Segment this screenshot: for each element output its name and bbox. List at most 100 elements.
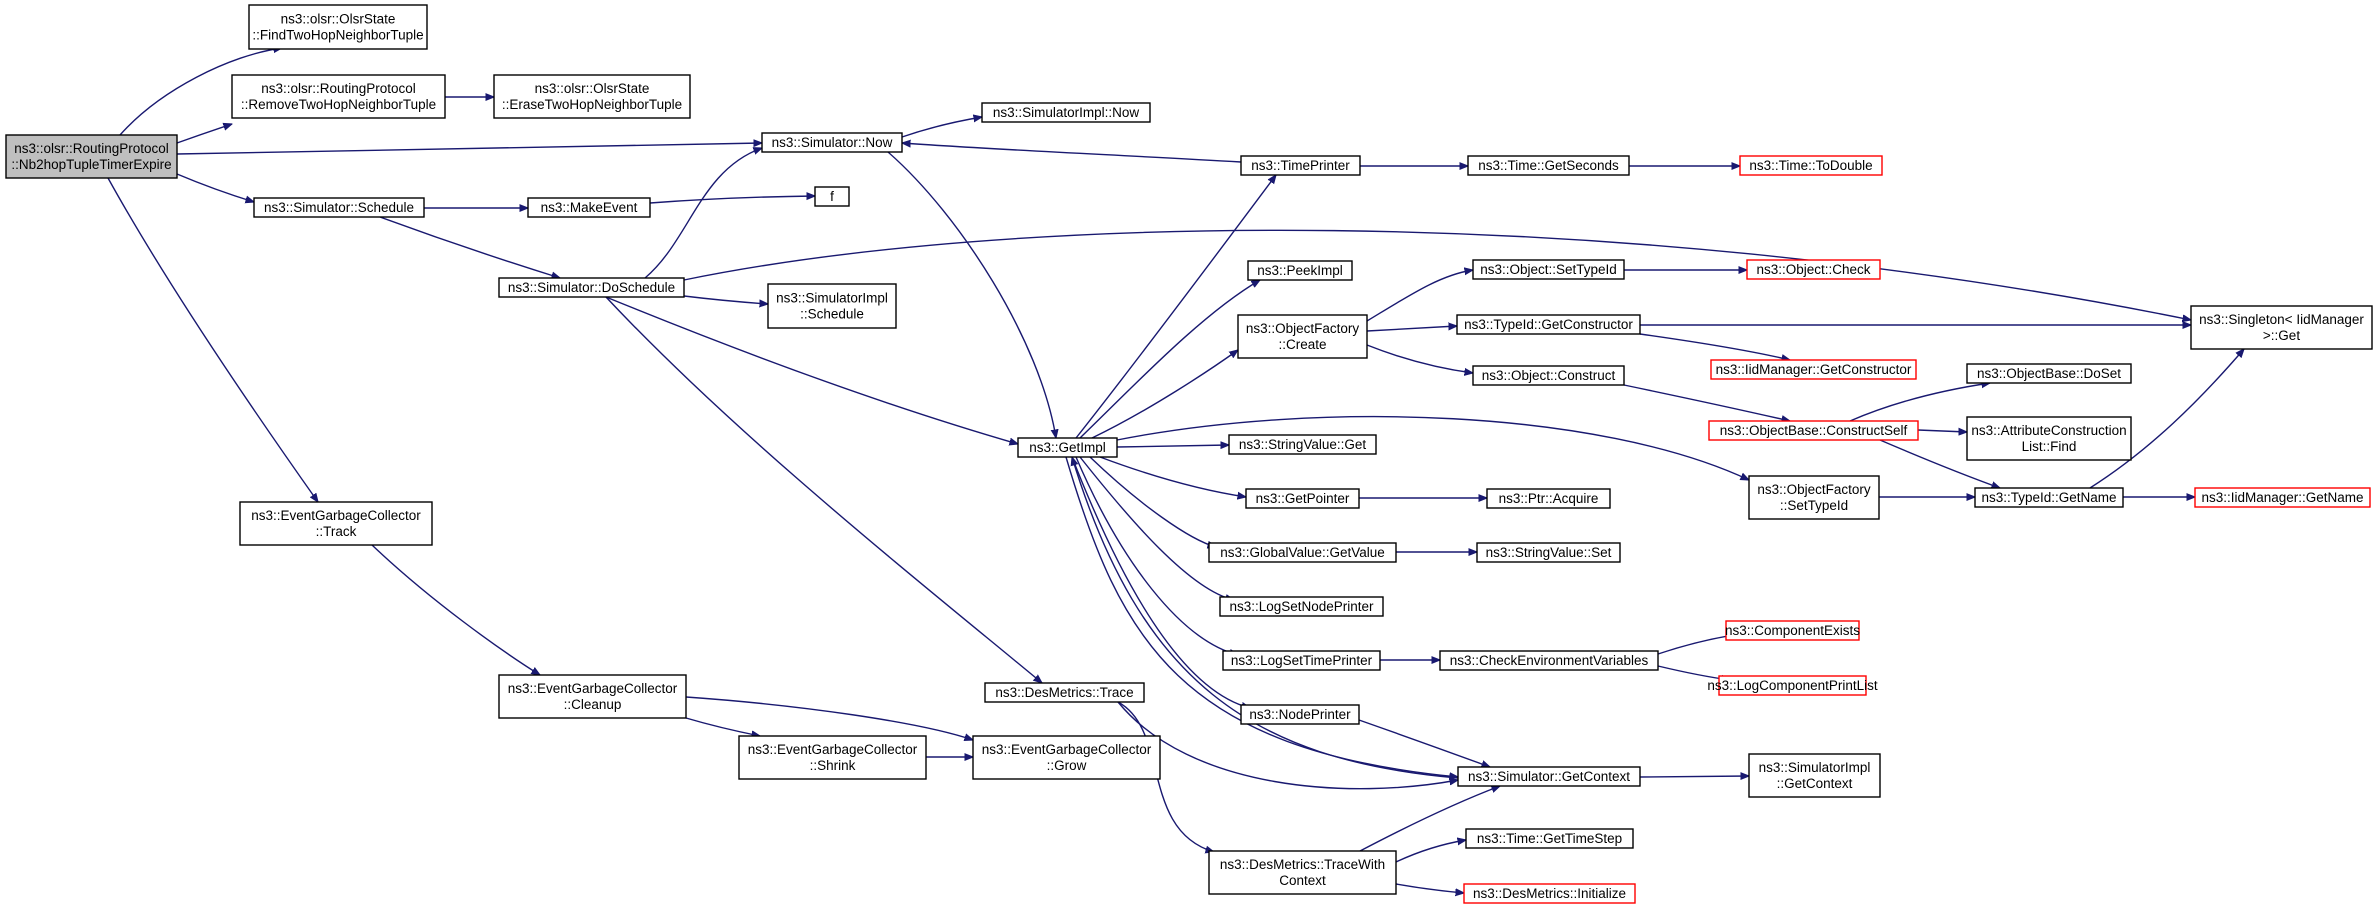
node-simgetcontext[interactable]: ns3::Simulator::GetContext <box>1457 766 1641 787</box>
edge-getimpl-to-nodeprinter <box>1071 456 1250 708</box>
node-objcheck[interactable]: ns3::Object::Check <box>1746 259 1881 280</box>
edge-desmetricstrace-to-simgetcontext <box>1117 701 1458 790</box>
node-simnow[interactable]: ns3::Simulator::Now <box>761 132 903 153</box>
node-label: ns3::EventGarbageCollector <box>508 681 678 696</box>
node-label: ns3::SimulatorImpl::Now <box>993 105 1140 120</box>
edge-getimpl-to-objfactcreate <box>1091 350 1238 439</box>
node-globalgetvalue[interactable]: ns3::GlobalValue::GetValue <box>1208 542 1397 563</box>
node-label: ns3::EventGarbageCollector <box>748 742 918 757</box>
edge-getimpl-to-stringvalueget <box>1116 445 1229 447</box>
edge-dosched-to-desmetricstrace <box>605 296 1042 683</box>
node-desmetricstrace[interactable]: ns3::DesMetrics::Trace <box>984 682 1145 703</box>
node-label: ns3::Object::SetTypeId <box>1480 262 1617 277</box>
edge-getimpl-to-timeprinter <box>1075 175 1276 439</box>
node-label: ns3::DesMetrics::TraceWith <box>1220 857 1385 872</box>
node-label: ns3::LogSetNodePrinter <box>1229 599 1374 614</box>
node-label: ns3::GetPointer <box>1256 491 1350 506</box>
node-getconstructor[interactable]: ns3::TypeId::GetConstructor <box>1456 314 1641 335</box>
node-checkenv[interactable]: ns3::CheckEnvironmentVariables <box>1439 650 1659 671</box>
node-label: ns3::Object::Construct <box>1482 368 1616 383</box>
node-objconstruct[interactable]: ns3::Object::Construct <box>1472 365 1625 386</box>
node-label: ns3::PeekImpl <box>1257 263 1343 278</box>
node-iidgetname[interactable]: ns3::IidManager::GetName <box>2194 487 2371 508</box>
node-typeidgetname[interactable]: ns3::TypeId::GetName <box>1974 487 2124 508</box>
edge-root-to-egctrack <box>107 177 318 502</box>
node-label: ::SetTypeId <box>1780 498 1848 513</box>
node-timeprinter[interactable]: ns3::TimePrinter <box>1240 155 1361 176</box>
node-label: ns3::IidManager::GetConstructor <box>1716 362 1912 377</box>
node-label: ns3::ObjectFactory <box>1246 321 1360 336</box>
node-label: ns3::Simulator::DoSchedule <box>508 280 675 295</box>
node-removetwohop[interactable]: ns3::olsr::RoutingProtocol::RemoveTwoHop… <box>231 74 446 119</box>
node-objfactsettypeid[interactable]: ns3::ObjectFactory::SetTypeId <box>1748 475 1880 520</box>
node-egccleanup[interactable]: ns3::EventGarbageCollector::Cleanup <box>498 674 687 719</box>
node-label: ::Grow <box>1047 758 1087 773</box>
node-todouble[interactable]: ns3::Time::ToDouble <box>1739 155 1883 176</box>
edge-getimpl-to-peekimpl <box>1079 280 1260 439</box>
node-simimplgetcontext[interactable]: ns3::SimulatorImpl::GetContext <box>1748 753 1881 798</box>
node-getpointer[interactable]: ns3::GetPointer <box>1245 488 1360 509</box>
node-desmetricsinit[interactable]: ns3::DesMetrics::Initialize <box>1463 883 1636 904</box>
node-root[interactable]: ns3::olsr::RoutingProtocol::Nb2hopTupleT… <box>5 134 178 179</box>
node-objbasedoset[interactable]: ns3::ObjectBase::DoSet <box>1966 363 2132 384</box>
edge-timeprinter-to-simnow <box>902 143 1242 163</box>
node-stringvalueset[interactable]: ns3::StringValue::Set <box>1476 542 1621 563</box>
edge-getconstructor-to-iidgetconstructor <box>1639 333 1790 360</box>
node-logsettime[interactable]: ns3::LogSetTimePrinter <box>1222 650 1381 671</box>
node-makeevent[interactable]: ns3::MakeEvent <box>527 197 651 218</box>
edge-root-to-findtwohop <box>119 48 282 136</box>
node-label: ::Cleanup <box>564 697 622 712</box>
node-logcomplist[interactable]: ns3::LogComponentPrintList <box>1707 675 1878 696</box>
edge-dosched-to-singleton <box>683 229 2191 320</box>
node-findtwohop[interactable]: ns3::olsr::OlsrState::FindTwoHopNeighbor… <box>248 4 428 50</box>
node-objfactcreate[interactable]: ns3::ObjectFactory::Create <box>1237 314 1368 359</box>
node-dosched[interactable]: ns3::Simulator::DoSchedule <box>498 277 685 298</box>
node-egcgrow[interactable]: ns3::EventGarbageCollector::Grow <box>972 735 1161 780</box>
node-label: Context <box>1279 873 1326 888</box>
edge-objconstruct-to-constructself <box>1623 384 1790 421</box>
node-egcshrink[interactable]: ns3::EventGarbageCollector::Shrink <box>738 735 927 780</box>
edge-egctrack-to-egccleanup <box>371 544 540 675</box>
node-getseconds[interactable]: ns3::Time::GetSeconds <box>1467 155 1630 176</box>
node-singleton[interactable]: ns3::Singleton< IidManager>::Get <box>2190 305 2373 350</box>
node-label: ns3::TypeId::GetName <box>1981 490 2116 505</box>
edge-typeidgetname-to-singleton <box>2089 349 2244 489</box>
edge-tracewithcontext-to-gettimestep <box>1395 840 1466 863</box>
node-label: ns3::DesMetrics::Trace <box>995 685 1133 700</box>
node-egctrack[interactable]: ns3::EventGarbageCollector::Track <box>239 501 433 546</box>
node-label: ns3::Simulator::Now <box>772 135 893 150</box>
node-label: ::Schedule <box>800 307 864 322</box>
edge-constructself-to-attrconstfind <box>1917 430 1967 432</box>
node-simimplnow[interactable]: ns3::SimulatorImpl::Now <box>981 102 1151 123</box>
node-simschedule[interactable]: ns3::Simulator::Schedule <box>253 197 425 218</box>
node-simimplsched[interactable]: ns3::SimulatorImpl::Schedule <box>767 283 897 329</box>
edge-getimpl-to-logsettime <box>1075 456 1238 655</box>
edge-simnow-to-getimpl <box>887 151 1056 438</box>
node-constructself[interactable]: ns3::ObjectBase::ConstructSelf <box>1708 420 1919 441</box>
node-stringvalueget[interactable]: ns3::StringValue::Get <box>1228 434 1377 455</box>
node-iidgetconstructor[interactable]: ns3::IidManager::GetConstructor <box>1710 359 1917 380</box>
node-label: ns3::Ptr::Acquire <box>1499 491 1599 506</box>
node-label: ns3::Time::GetSeconds <box>1478 158 1619 173</box>
edge-objfactcreate-to-settypeid <box>1366 270 1473 322</box>
node-label: ns3::Simulator::GetContext <box>1468 769 1630 784</box>
node-nodeprinter[interactable]: ns3::NodePrinter <box>1240 704 1360 725</box>
edge-root-to-removetwohop <box>176 124 232 144</box>
node-logsetnode[interactable]: ns3::LogSetNodePrinter <box>1219 596 1384 617</box>
node-compexists[interactable]: ns3::ComponentExists <box>1725 620 1860 641</box>
node-getimpl[interactable]: ns3::GetImpl <box>1017 437 1118 458</box>
function-nodes: ns3::olsr::RoutingProtocol::Nb2hopTupleT… <box>5 4 2373 904</box>
node-gettimestep[interactable]: ns3::Time::GetTimeStep <box>1465 828 1634 849</box>
node-label: ns3::Time::ToDouble <box>1749 158 1872 173</box>
node-ptracquire[interactable]: ns3::Ptr::Acquire <box>1486 488 1611 509</box>
node-settypeid[interactable]: ns3::Object::SetTypeId <box>1472 259 1625 280</box>
node-peekimpl[interactable]: ns3::PeekImpl <box>1247 260 1353 281</box>
node-f[interactable]: f <box>814 186 850 207</box>
node-label: ns3::SimulatorImpl <box>1759 760 1871 775</box>
node-label: ns3::Simulator::Schedule <box>264 200 414 215</box>
edge-dosched-to-getimpl <box>605 296 1018 444</box>
node-erasetwohop[interactable]: ns3::olsr::OlsrState::EraseTwoHopNeighbo… <box>493 74 691 119</box>
